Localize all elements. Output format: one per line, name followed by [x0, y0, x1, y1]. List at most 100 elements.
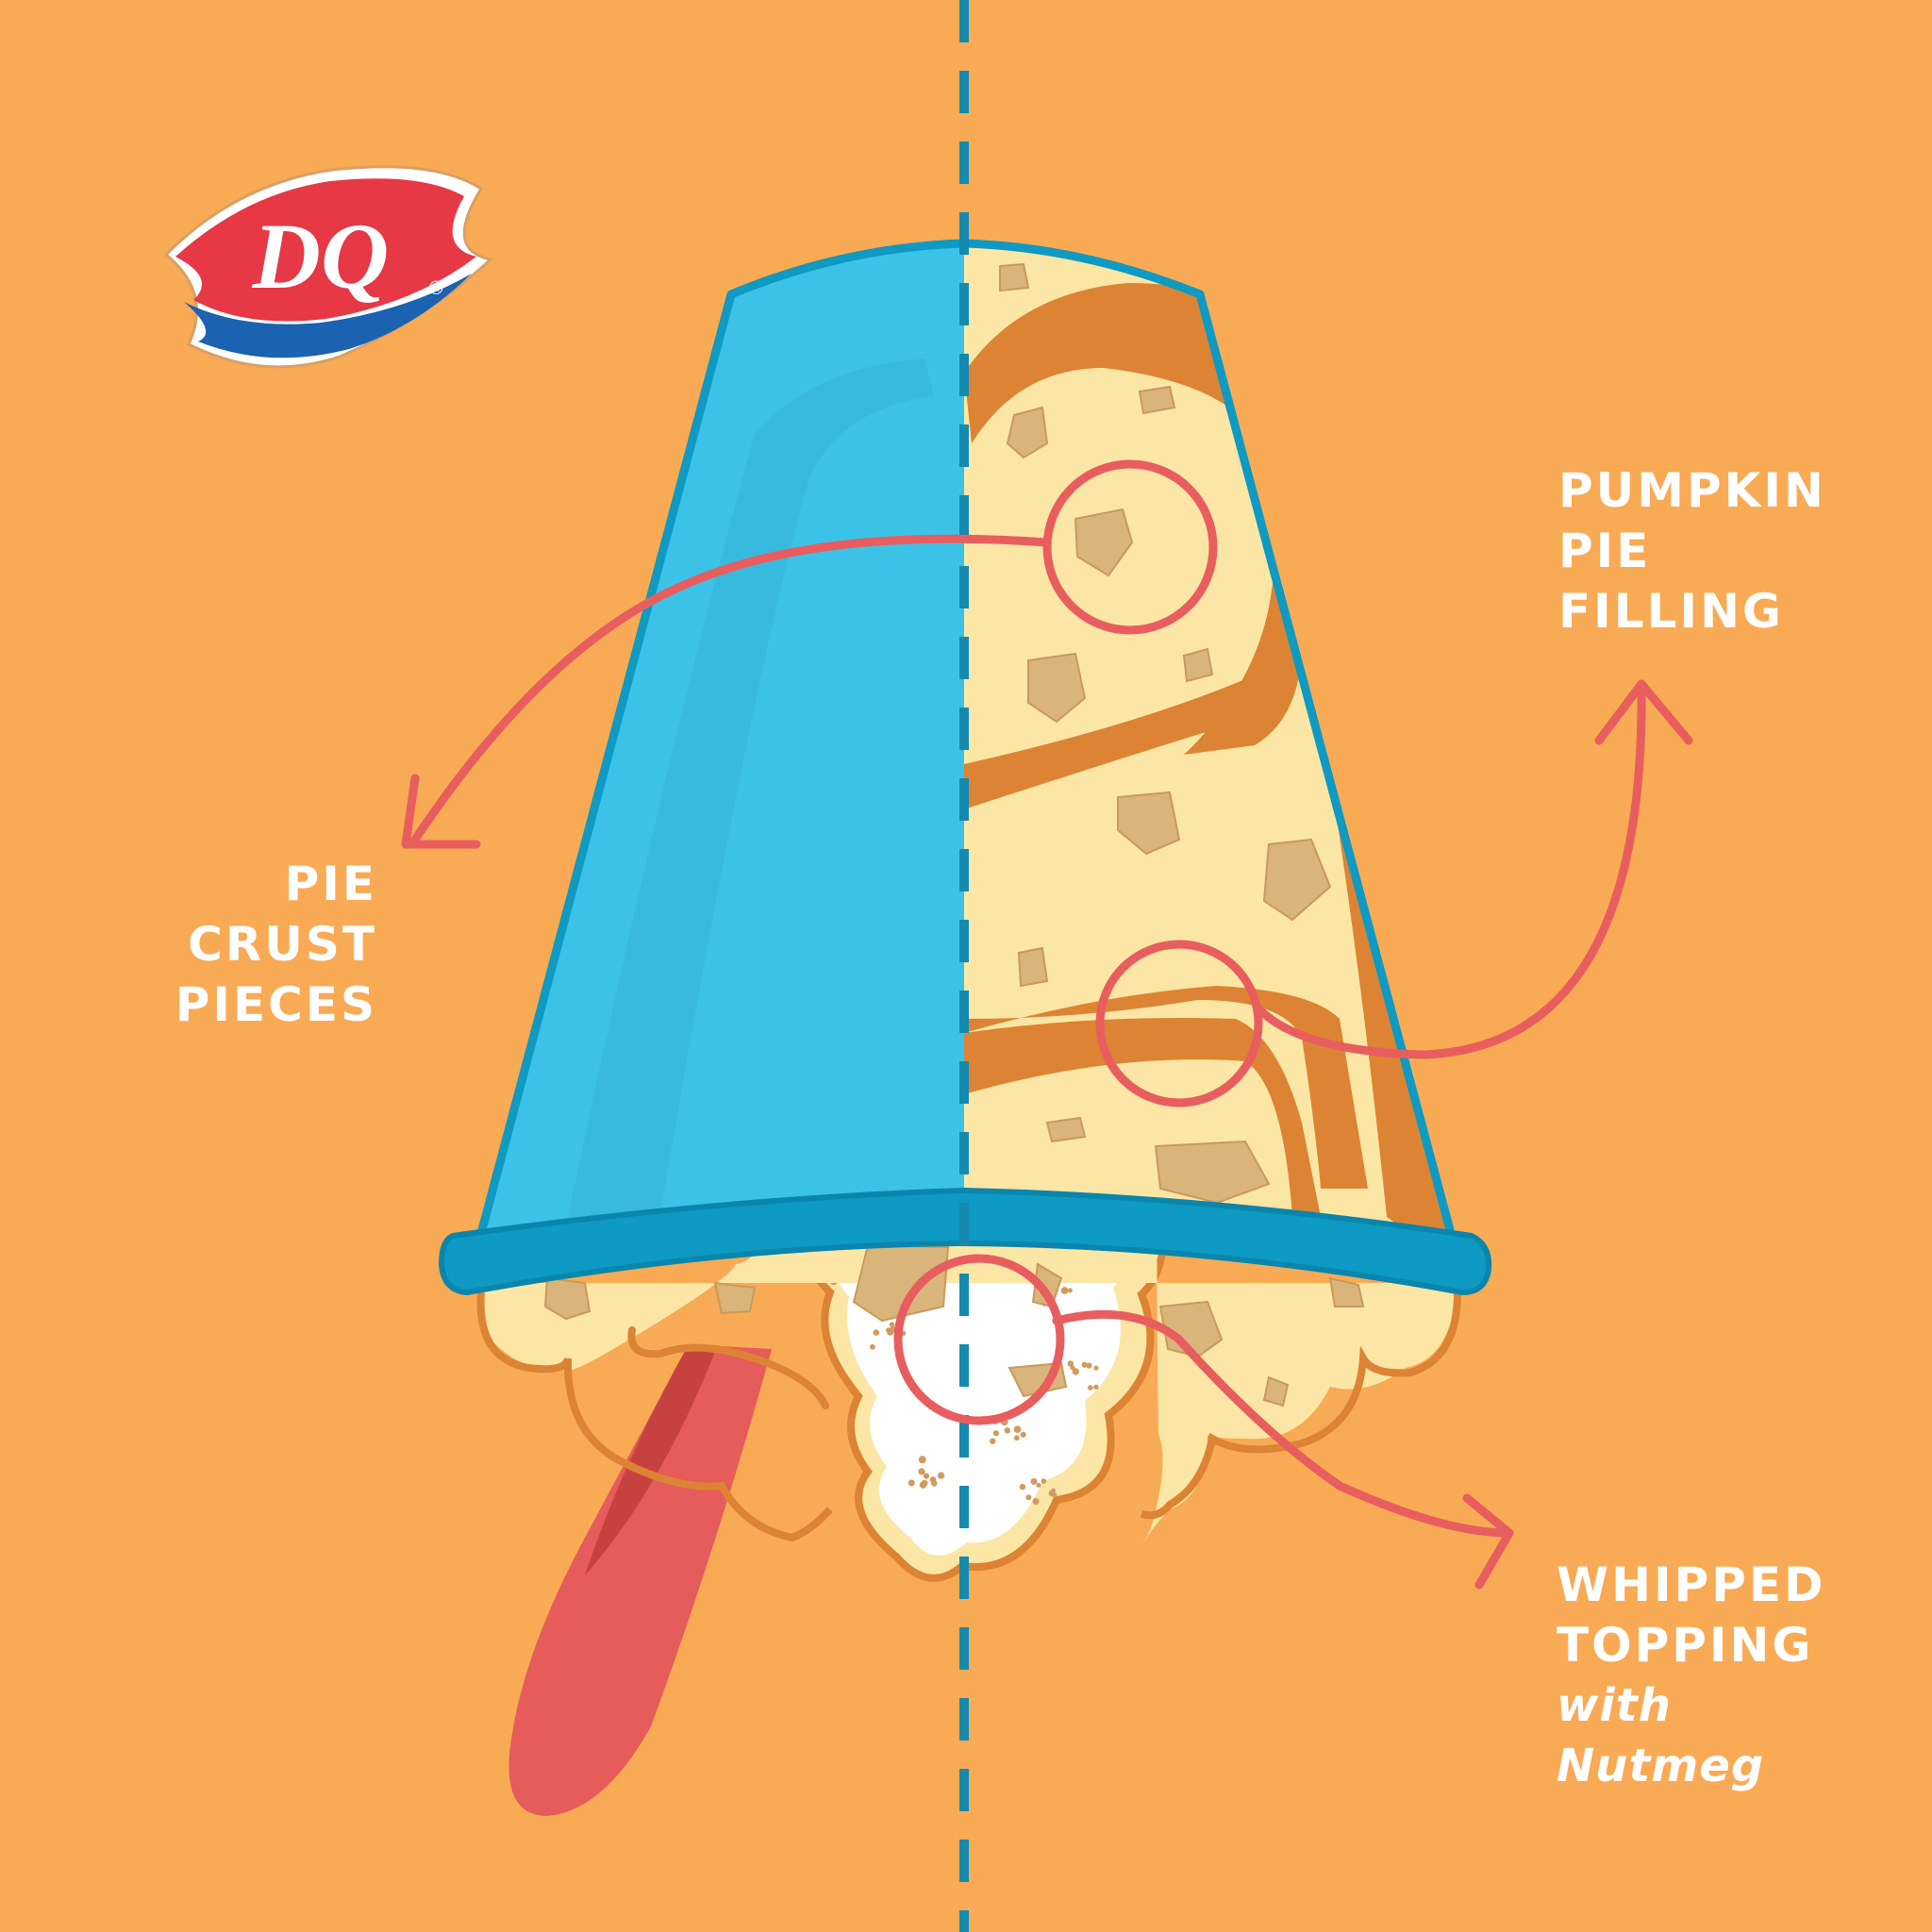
ice-cream-scoop-curl: [627, 1326, 829, 1409]
nutmeg-speck: [1032, 1497, 1040, 1506]
nutmeg-speck: [990, 1438, 996, 1444]
crust-piece: [1158, 1300, 1224, 1358]
nutmeg-speck: [1088, 1385, 1093, 1391]
nutmeg-speck: [1067, 1360, 1074, 1367]
callout-arrowhead-pumpkin: [1594, 679, 1693, 745]
callout-whipped: [893, 1254, 1514, 1590]
nutmeg-speck: [873, 1329, 880, 1336]
dq-logo-registered-mark: ®: [429, 278, 443, 299]
dq-logo-blue-swoosh: [184, 274, 472, 358]
nutmeg-speck: [1036, 1482, 1041, 1488]
nutmeg-speck: [1093, 1384, 1099, 1391]
crust-piece: [1262, 1375, 1290, 1407]
nutmeg-speck: [1004, 1427, 1011, 1434]
crust-piece: [1006, 406, 1049, 459]
crust-piece: [1328, 1276, 1365, 1307]
label-whipped-script-line: with: [1557, 1679, 1672, 1732]
nutmeg-speck: [923, 1473, 930, 1479]
cup-left-half: [467, 239, 965, 1271]
scoop-crust-pieces: [543, 1243, 1365, 1407]
pumpkin-swirl-lower: [964, 1018, 1321, 1217]
nutmeg-speck: [1081, 1361, 1088, 1368]
spoon-handle: [508, 1344, 772, 1816]
crust-piece: [999, 262, 1030, 292]
pumpkin-swirl-top: [964, 283, 1226, 443]
spoon-handle-shadow: [585, 1344, 717, 1575]
crust-piece: [1117, 791, 1181, 856]
label-whipped-line: TOPPING: [1557, 1618, 1814, 1673]
nutmeg-speck: [1025, 1494, 1032, 1501]
nutmeg-speck: [1013, 1435, 1020, 1441]
label-pumpkin-line: FILLING: [1558, 584, 1784, 639]
cup-right-half: [963, 239, 1465, 1271]
nutmeg-speck: [992, 1430, 999, 1437]
nutmeg-speck: [1013, 1425, 1022, 1433]
crust-piece: [1154, 1140, 1271, 1205]
label-pie-crust-pieces: PIE CRUST PIECES: [123, 854, 377, 1035]
nutmeg-speck: [887, 1328, 894, 1336]
nutmeg-speck: [1020, 1431, 1026, 1438]
nutmeg-speck: [918, 1468, 925, 1475]
crust-piece: [1045, 1116, 1087, 1143]
label-pie-crust-line: PIECES: [175, 977, 377, 1032]
nutmeg-speck: [870, 1343, 875, 1350]
nutmeg-speck: [1019, 1483, 1026, 1491]
nutmeg-speck: [918, 1456, 926, 1464]
crust-piece: [852, 1243, 950, 1323]
callout-circle-whipped: [893, 1254, 1065, 1425]
nutmeg-speck: [919, 1481, 927, 1489]
label-pumpkin-line: PUMPKIN: [1558, 463, 1826, 518]
nutmeg-speck: [1067, 1288, 1073, 1293]
nutmeg-speck: [929, 1476, 937, 1483]
label-pumpkin-line: PIE: [1558, 524, 1652, 578]
label-pumpkin-pie-filling: PUMPKIN PIE FILLING: [1558, 460, 1870, 641]
nutmeg-speck: [1048, 1490, 1055, 1497]
callout-arrowhead-crust: [401, 774, 481, 849]
ice-cream-scoop-outline: [476, 1291, 833, 1542]
crust-piece: [713, 1281, 757, 1315]
crust-piece: [1017, 946, 1049, 988]
cup-left-highlight: [566, 358, 934, 1226]
pumpkin-swirl-middle: [964, 986, 1368, 1189]
callout-curve-pumpkin: [1255, 679, 1646, 1059]
nutmeg-speck: [1093, 1365, 1099, 1371]
label-whipped-script-line: Nutmeg: [1557, 1740, 1765, 1792]
nutmeg-speck: [889, 1322, 895, 1327]
callout-circle-pumpkin: [1095, 940, 1263, 1108]
nutmeg-speck: [1072, 1368, 1080, 1375]
cup-crust-pieces: [999, 262, 1332, 1205]
callout-pumpkin: [1095, 679, 1693, 1108]
crust-piece: [1262, 838, 1332, 922]
callout-arrowhead-whipped: [1462, 1493, 1514, 1590]
nutmeg-speck: [937, 1472, 945, 1479]
label-pie-crust-line: PIE: [284, 857, 377, 911]
label-whipped-topping: WHIPPED TOPPING with Nutmeg: [1557, 1555, 1877, 1796]
nutmeg-speck: [908, 1479, 915, 1487]
dq-logo: DQ ®: [163, 165, 494, 369]
callout-curve-crust: [410, 534, 1052, 844]
crust-piece: [1138, 385, 1176, 415]
cup-right-outline: [963, 239, 1465, 1271]
pumpkin-swirl-diagonal: [1184, 528, 1302, 755]
spoon: [508, 1344, 772, 1816]
ice-cream-scoop-outline-right: [1140, 1291, 1461, 1520]
dq-logo-red-diamond: [175, 178, 476, 322]
nutmeg-speck: [1070, 1365, 1075, 1371]
crust-piece: [543, 1276, 591, 1321]
dq-logo-text: DQ: [252, 204, 389, 308]
crust-piece: [1027, 652, 1087, 724]
crust-piece: [1182, 647, 1214, 683]
pumpkin-swirl-upper: [964, 547, 1292, 809]
label-pie-crust-line: CRUST: [188, 917, 377, 972]
nutmeg-speck: [1041, 1478, 1047, 1484]
nutmeg-speck: [1060, 1287, 1069, 1294]
callout-curve-whipped: [1052, 1309, 1514, 1538]
label-whipped-line: WHIPPED: [1557, 1557, 1826, 1612]
nutmeg-speck: [1086, 1362, 1092, 1369]
callout-circle-crust: [1042, 459, 1218, 635]
cup-left-outline: [467, 239, 965, 1271]
nutmeg-speck: [1030, 1478, 1038, 1485]
crust-piece: [1074, 508, 1134, 577]
